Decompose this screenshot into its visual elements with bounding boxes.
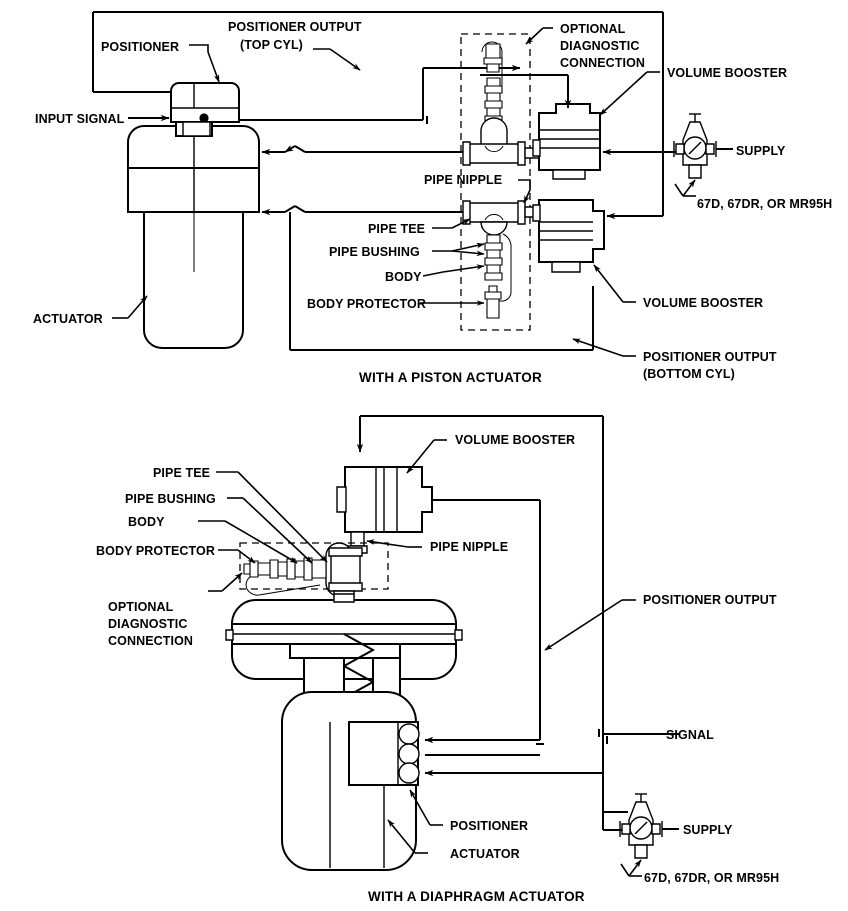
diagnostic-assembly-upper (420, 41, 542, 166)
label-pipe-bushing-bottom: PIPE BUSHING (125, 492, 216, 506)
label-regulator-models-bottom: 67D, 67DR, OR MR95H (644, 871, 779, 885)
label-pipe-tee-top: PIPE TEE (368, 222, 425, 236)
positioner-output-loop-bottom (356, 415, 628, 813)
label-pipe-nipple-top: PIPE NIPPLE (424, 173, 502, 187)
label-input-signal: INPUT SIGNAL (35, 112, 125, 126)
diagnostic-assembly-lower (420, 200, 542, 319)
optional-diagnostic-box-top (460, 33, 531, 331)
bottom-cyl-output-tubing (289, 212, 594, 351)
label-optional-diagnostic-bottom-line1: OPTIONAL (108, 600, 174, 614)
label-body-protector-bottom: BODY PROTECTOR (96, 544, 215, 558)
label-positioner-output-bottom: POSITIONER OUTPUT (643, 593, 777, 607)
label-positioner-output-top-line1: POSITIONER OUTPUT (228, 20, 362, 34)
supply-regulator-top (673, 113, 733, 197)
label-signal-bottom: SIGNAL (666, 728, 714, 742)
volume-booster-lower (532, 152, 664, 273)
top-leaders (112, 27, 660, 357)
label-body-bottom: BODY (128, 515, 165, 529)
label-positioner-output-bottom-line1: POSITIONER OUTPUT (643, 350, 777, 364)
diaphragm-actuator (225, 593, 463, 871)
label-optional-diagnostic-top-line2: DIAGNOSTIC (560, 39, 639, 53)
label-regulator-models-top: 67D, 67DR, OR MR95H (697, 197, 832, 211)
supply-regulator-bottom (619, 793, 679, 877)
label-positioner-bottom: POSITIONER (450, 819, 528, 833)
label-volume-booster-bottom: VOLUME BOOSTER (455, 433, 575, 447)
label-supply-top: SUPPLY (736, 144, 786, 158)
positioner-bottom (348, 721, 420, 786)
label-pipe-bushing-top: PIPE BUSHING (329, 245, 420, 259)
label-optional-diagnostic-bottom-line2: DIAGNOSTIC (108, 617, 187, 631)
label-optional-diagnostic-top-line1: OPTIONAL (560, 22, 626, 36)
label-supply-bottom: SUPPLY (683, 823, 733, 837)
label-body-top: BODY (385, 270, 422, 284)
positioner-top (170, 82, 240, 137)
piston-actuator (127, 121, 260, 349)
label-pipe-tee-bottom: PIPE TEE (153, 466, 210, 480)
label-positioner-top: POSITIONER (101, 40, 179, 54)
volume-booster-upper (480, 74, 663, 180)
caption-top-diagram: WITH A PISTON ACTUATOR (359, 370, 542, 385)
actuator-port-tubing (261, 116, 560, 216)
label-pipe-nipple-bottom: PIPE NIPPLE (430, 540, 508, 554)
volume-booster-bottom (336, 466, 433, 554)
label-body-protector-top: BODY PROTECTOR (307, 297, 426, 311)
top-diagram-group: POSITIONER POSITIONER OUTPUT (TOP CYL) O… (33, 11, 832, 385)
label-volume-booster-lower: VOLUME BOOSTER (643, 296, 763, 310)
positioner-input-lines (424, 729, 680, 831)
label-volume-booster-upper: VOLUME BOOSTER (667, 66, 787, 80)
label-actuator-bottom: ACTUATOR (450, 847, 520, 861)
bottom-leaders (198, 439, 636, 854)
label-optional-diagnostic-top-line3: CONNECTION (560, 56, 645, 70)
label-positioner-output-bottom-line2: (BOTTOM CYL) (643, 367, 735, 381)
top-cyl-output-tubing (92, 11, 676, 153)
label-positioner-output-top-line2: (TOP CYL) (240, 38, 303, 52)
label-actuator-top: ACTUATOR (33, 312, 103, 326)
label-optional-diagnostic-bottom-line3: CONNECTION (108, 634, 193, 648)
caption-bottom-diagram: WITH A DIAPHRAGM ACTUATOR (368, 889, 585, 904)
bottom-diagram-group: VOLUME BOOSTER PIPE TEE PIPE BUSHING BOD… (96, 415, 779, 904)
